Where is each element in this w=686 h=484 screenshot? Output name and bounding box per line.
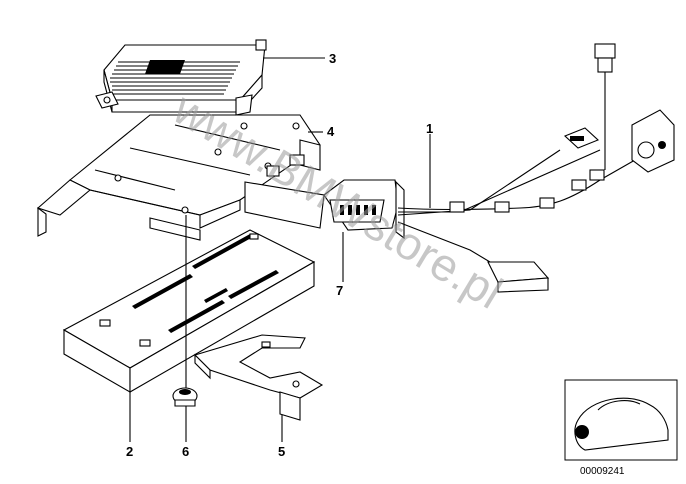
part-5-holding-plate[interactable]: [193, 334, 324, 421]
car-body-outline: [574, 397, 669, 451]
part-1-wiring-harness[interactable]: [397, 43, 675, 293]
callout-5: 5: [278, 444, 285, 459]
callout-3: 3: [329, 51, 336, 66]
location-marker-icon: [575, 425, 589, 439]
part-7-connector[interactable]: [244, 179, 405, 240]
vehicle-location-inset[interactable]: 00009241: [564, 379, 678, 477]
part-6-grommet[interactable]: [172, 387, 198, 407]
part-2-control-unit[interactable]: [62, 229, 316, 393]
part-4-mounting-bracket[interactable]: [36, 94, 321, 241]
callout-7: 7: [336, 283, 343, 298]
car-roof-line: [597, 400, 641, 411]
callout-2: 2: [126, 444, 133, 459]
callout-6: 6: [182, 444, 189, 459]
inset-frame: [564, 379, 678, 461]
callout-4: 4: [327, 124, 335, 139]
inset-number: 00009241: [580, 466, 625, 477]
callout-1: 1: [426, 121, 433, 136]
